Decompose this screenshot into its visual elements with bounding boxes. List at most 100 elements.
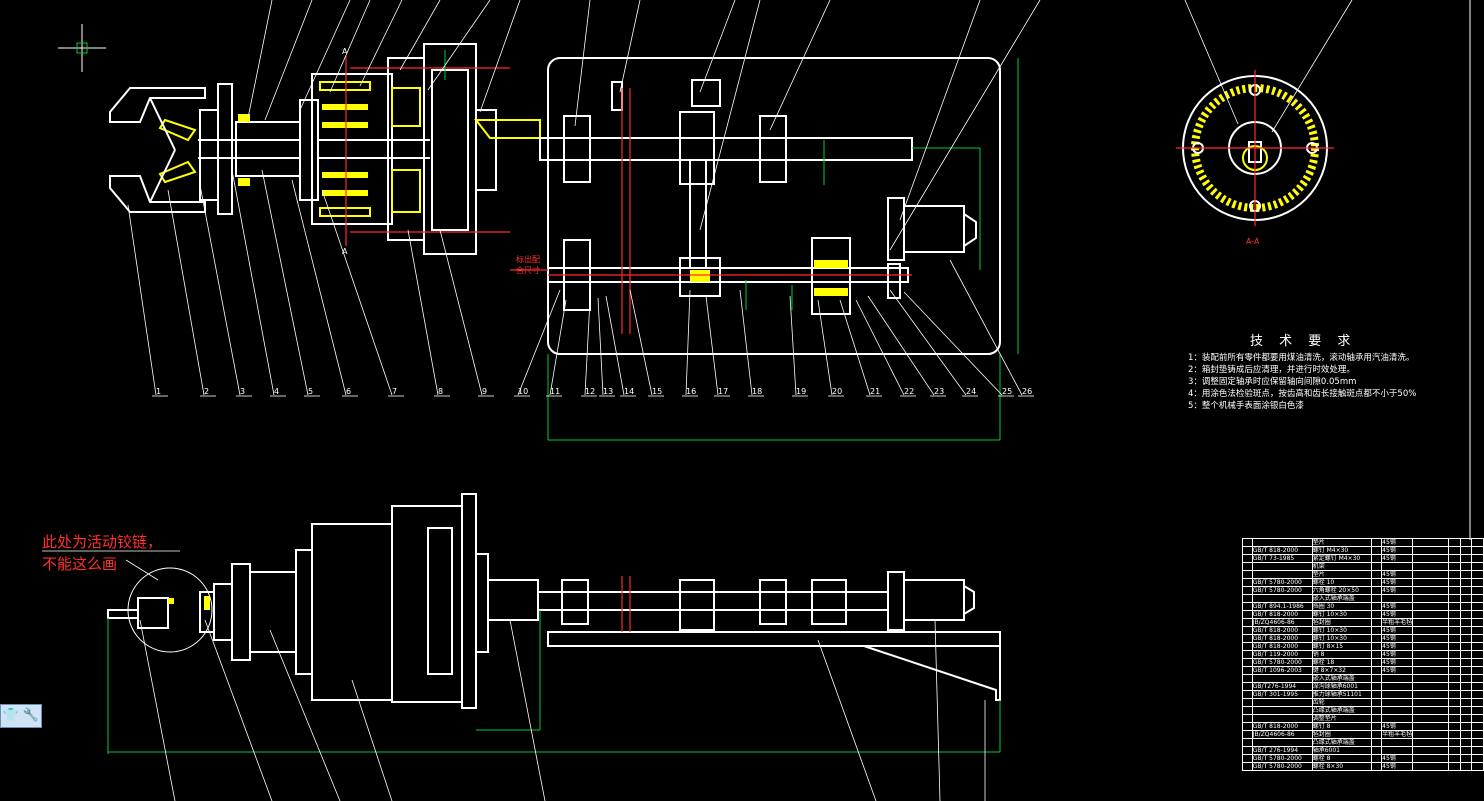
bom-cell (1471, 554, 1484, 563)
bom-cell: 螺钉 8 (1311, 722, 1373, 731)
bom-cell (1371, 690, 1383, 699)
bom-cell: 45钢 (1381, 570, 1414, 579)
bom-cell (1242, 570, 1253, 579)
bom-cell (1448, 538, 1461, 547)
bom-cell (1381, 714, 1414, 723)
bom-cell (1448, 658, 1461, 667)
bom-cell (1471, 562, 1484, 571)
bom-cell (1242, 594, 1253, 603)
bom-cell (1448, 610, 1461, 619)
markup-annotation: 此处为活动铰链， 不能这么画 (42, 531, 162, 575)
bom-cell: 螺钉 10×30 (1311, 634, 1373, 643)
bom-cell: GB/T 818-2000 (1251, 626, 1313, 635)
bom-cell (1242, 634, 1253, 643)
bom-cell (1448, 682, 1461, 691)
bom-cell: 螺钉 8×15 (1311, 642, 1373, 651)
bom-cell (1251, 570, 1313, 579)
bom-cell (1242, 690, 1253, 699)
bom-cell (1459, 546, 1473, 555)
balloon-1: 1 (156, 387, 161, 396)
cut-mark-top: A (342, 47, 348, 56)
bom-cell (1381, 698, 1414, 707)
bom-cell (1459, 602, 1473, 611)
bom-cell (1251, 706, 1313, 715)
upper-leaders (247, 0, 1041, 251)
bom-cell (1471, 706, 1484, 715)
bom-cell: GB/T 818-2000 (1251, 634, 1313, 643)
balloon-18: 18 (752, 387, 762, 396)
bom-cell: 45钢 (1381, 578, 1414, 587)
bom-cell (1371, 634, 1383, 643)
bom-cell: 调整垫片 (1311, 714, 1373, 723)
bom-cell (1448, 746, 1461, 755)
front-view (42, 493, 1001, 754)
bom-cell (1459, 626, 1473, 635)
tech-item: 3：调整固定轴承时应保留轴向间隙0.05mm (1188, 377, 1357, 387)
bom-cell: 推力球轴承51101 (1311, 690, 1373, 699)
bom-cell (1471, 682, 1484, 691)
bom-cell: 45钢 (1381, 634, 1414, 643)
bom-cell (1412, 698, 1450, 707)
bom-cell (1371, 682, 1383, 691)
bom-cell: GB/T 818-2000 (1251, 722, 1313, 731)
bom-cell (1471, 754, 1484, 763)
bom-cell: 螺栓 8×30 (1311, 762, 1373, 771)
bom-row: 调整垫片 (1242, 714, 1484, 723)
bom-cell (1471, 650, 1484, 659)
bom-cell (1242, 642, 1253, 651)
bom-cell (1371, 610, 1383, 619)
balloon-22: 22 (904, 387, 914, 396)
tech-item: 1：装配前所有零件都要用煤油清洗，滚动轴承用汽油清洗。 (1188, 353, 1415, 363)
bom-cell: 毡封圈 (1311, 730, 1373, 739)
bom-cell (1371, 746, 1383, 755)
bom-cell (1371, 570, 1383, 579)
floating-toolbar[interactable]: 👕 🔧 (0, 704, 42, 728)
bom-cell (1412, 546, 1450, 555)
bom-cell: 齿轮 (1311, 698, 1373, 707)
bom-cell (1371, 706, 1383, 715)
bom-cell (1371, 626, 1383, 635)
bom-cell (1242, 746, 1253, 755)
bom-cell (1471, 578, 1484, 587)
bom-cell (1448, 546, 1461, 555)
bom-cell (1371, 602, 1383, 611)
balloon-15: 15 (652, 387, 662, 396)
bom-cell: GB/T 5780-2000 (1251, 578, 1313, 587)
bom-cell: GB/T 818-2000 (1251, 546, 1313, 555)
bom-cell (1448, 698, 1461, 707)
bom-row: 嵌入式轴承端盖 (1242, 674, 1484, 683)
bom-cell: 45钢 (1381, 754, 1414, 763)
shirt-icon[interactable]: 👕 (2, 708, 20, 723)
bom-cell (1412, 554, 1450, 563)
bom-cell (1371, 578, 1383, 587)
lower-leaders (127, 169, 1023, 396)
bom-cell (1471, 762, 1484, 771)
balloon-23: 23 (934, 387, 944, 396)
bom-cell (1371, 562, 1383, 571)
bom-cell: 45钢 (1381, 538, 1414, 547)
bom-cell: JB/ZQ4606-86 (1251, 618, 1313, 627)
bom-cell: 轴承6001 (1311, 746, 1373, 755)
balloon-5: 5 (308, 387, 313, 396)
bom-cell (1459, 642, 1473, 651)
ucs-crosshair-icon (58, 24, 106, 72)
bom-cell (1251, 698, 1313, 707)
bom-cell (1251, 714, 1313, 723)
bom-cell: 销 8 (1311, 650, 1373, 659)
bom-cell (1242, 578, 1253, 587)
balloon-6: 6 (346, 387, 351, 396)
bom-cell (1371, 642, 1383, 651)
bom-cell (1412, 602, 1450, 611)
bom-cell: GB/T 5780-2000 (1251, 762, 1313, 771)
bom-cell (1471, 610, 1484, 619)
balloon-2: 2 (204, 387, 209, 396)
bom-cell (1471, 746, 1484, 755)
tech-requirements-title: 技 术 要 求 (1250, 334, 1357, 349)
wrench-icon[interactable]: 🔧 (22, 708, 40, 723)
bom-cell (1412, 562, 1450, 571)
